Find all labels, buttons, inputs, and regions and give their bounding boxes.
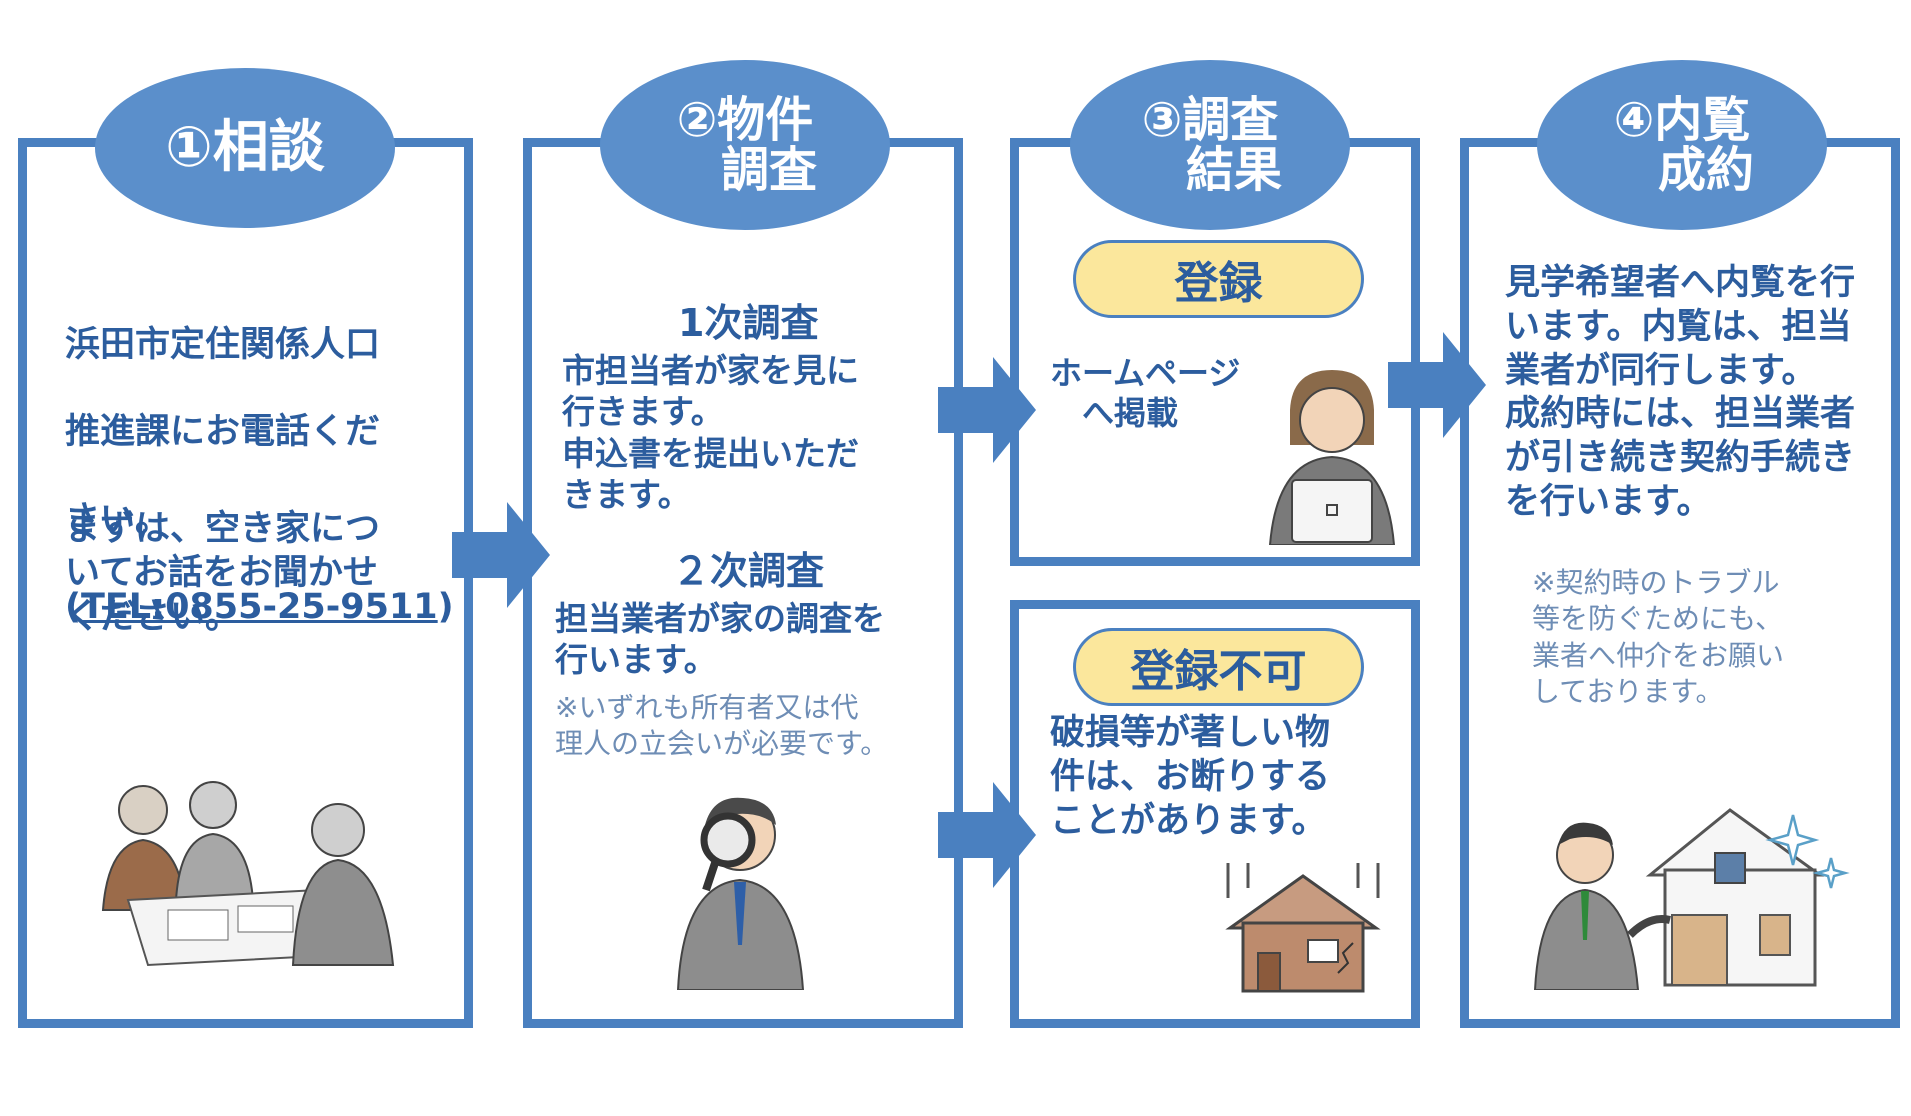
step2-badge: ②物件 調査 xyxy=(600,60,890,230)
first-survey-title: 1次調査 xyxy=(678,301,819,345)
step1-line-1: 浜田市定住関係人口 xyxy=(65,324,381,365)
step3-badge: ③調査 結果 xyxy=(1070,60,1350,230)
arrow-2-to-3a xyxy=(938,357,1036,463)
step1-tel-line: (TEL:0855-25-9511) xyxy=(65,586,455,630)
staff-laptop-illustration xyxy=(1268,370,1396,545)
first-survey-body: 市担当者が家を見に 行きます。 申込書を提出いただ きます。 xyxy=(562,351,859,514)
rejected-label: 登録不可 xyxy=(1073,628,1364,706)
step4-badge: ④内覧 成約 xyxy=(1537,60,1827,230)
step2-note: ※いずれも所有者又は代 理人の立会いが必要です。 xyxy=(555,691,889,761)
rejected-body: 破損等が著しい物 件は、お断りする ことがあります。 xyxy=(1050,713,1331,841)
step1-line-3: さい。 xyxy=(65,499,171,540)
step1-body: 浜田市定住関係人口 推進課にお電話くだ さい。 (TEL:0855-25-951… xyxy=(65,280,455,674)
tel-close: ) xyxy=(437,587,454,628)
second-survey-body: 担当業者が家の調査を 行います。 xyxy=(555,599,885,680)
tel-open: ( xyxy=(65,587,81,628)
arrow-1-to-2 xyxy=(452,502,550,608)
arrow-3-to-4 xyxy=(1388,332,1486,438)
second-survey-title: ２次調査 xyxy=(672,549,825,593)
arrow-2-to-3b xyxy=(938,782,1036,888)
consultation-illustration xyxy=(101,781,395,967)
step1-body2: まずは、空き家につ いてお話をお聞かせ ください。 xyxy=(65,509,381,637)
phone-link[interactable]: TEL:0855-25-9511 xyxy=(81,587,438,628)
step4-body: 見学希望者へ内覧を行 います。内覧は、担当 業者が同行します。 成約時には、担当… xyxy=(1505,263,1856,522)
registered-label: 登録 xyxy=(1073,240,1364,318)
investigator-magnifier-illustration xyxy=(676,797,805,990)
registered-body: ホームページ へ掲載 xyxy=(1050,354,1241,432)
step1-badge: ①相談 xyxy=(95,68,395,228)
agent-with-house-illustration xyxy=(1533,808,1850,990)
damaged-house-illustration xyxy=(1225,863,1381,993)
step1-line-2: 推進課にお電話くだ xyxy=(65,412,381,453)
step4-note: ※契約時のトラブル 等を防ぐためにも、 業者へ仲介をお願い しております。 xyxy=(1532,566,1785,709)
